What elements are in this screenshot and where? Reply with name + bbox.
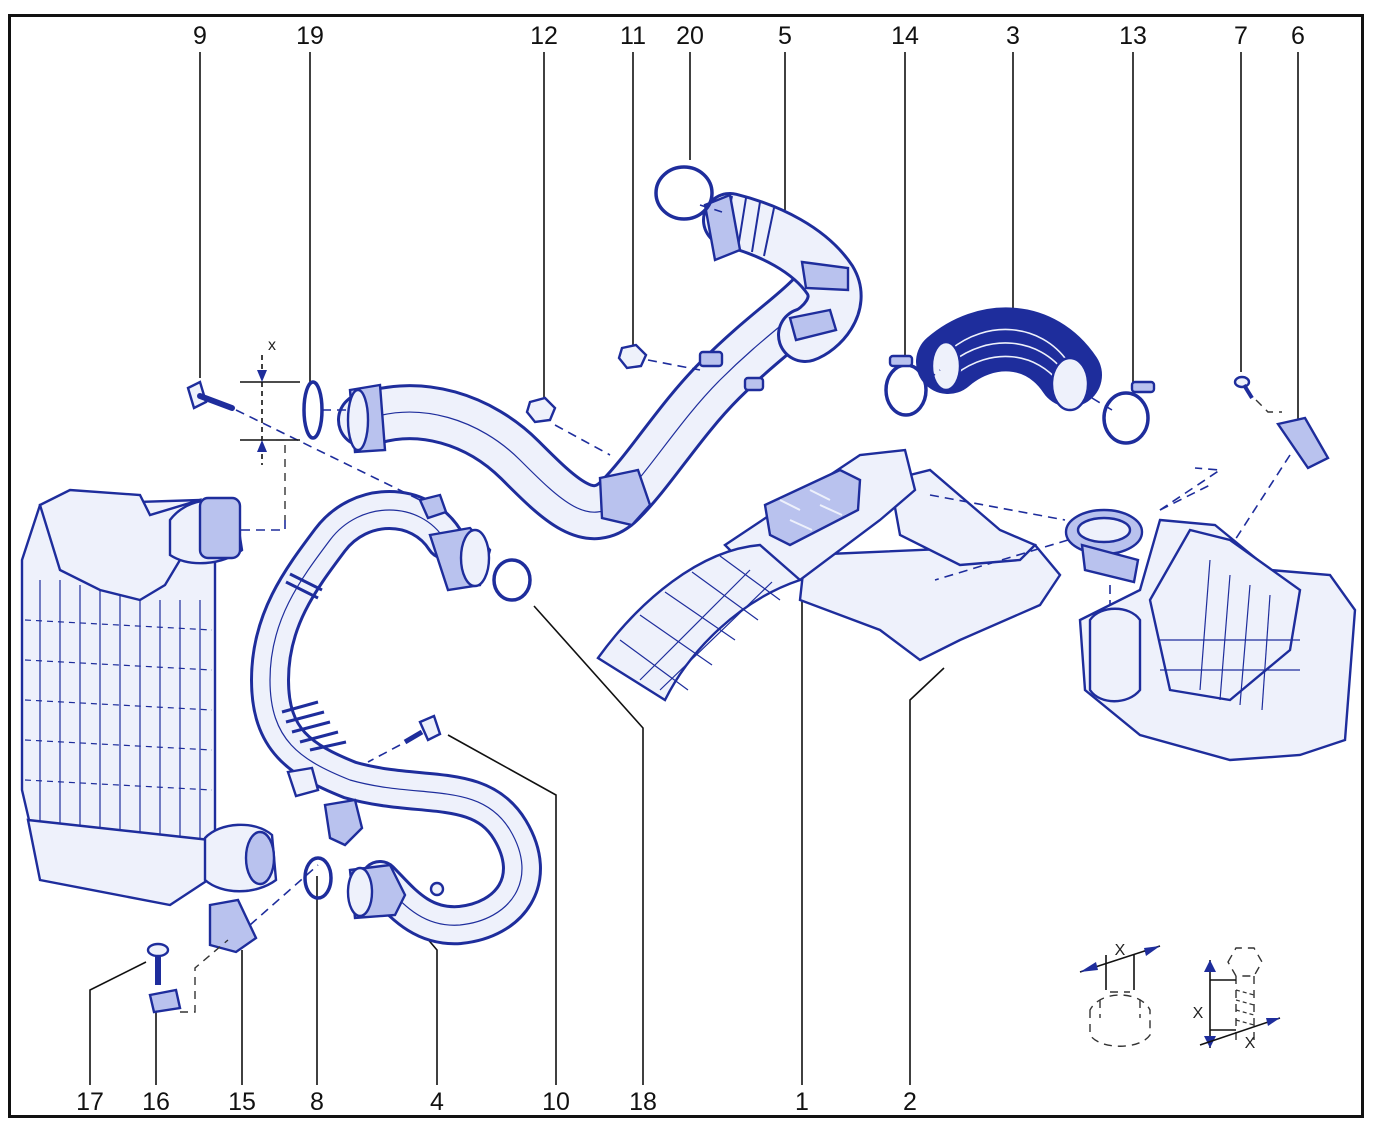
dimension-label-x-nut: X bbox=[1115, 942, 1126, 959]
dimension-label-x-top: x bbox=[268, 337, 276, 354]
pipe-18 bbox=[337, 272, 838, 541]
hose-3 bbox=[916, 307, 1113, 412]
pipe-4 bbox=[249, 490, 542, 946]
callout-14: 14 bbox=[891, 22, 919, 50]
callout-9: 9 bbox=[193, 22, 207, 50]
callout-7: 7 bbox=[1234, 22, 1248, 50]
callout-8: 8 bbox=[310, 1088, 324, 1116]
dimension-x-top bbox=[240, 355, 300, 520]
intercooler bbox=[20, 488, 286, 907]
callout-4: 4 bbox=[430, 1088, 444, 1116]
dimension-detail-bolt bbox=[1199, 947, 1281, 1048]
small-parts bbox=[146, 165, 1330, 1014]
callout-13: 13 bbox=[1119, 22, 1147, 50]
callout-19: 19 bbox=[296, 22, 324, 50]
callouts-bottom: 17 16 15 8 4 10 18 1 2 bbox=[76, 1088, 917, 1116]
callout-5: 5 bbox=[778, 22, 792, 50]
dimension-label-x-bolt-bottom: X bbox=[1245, 1035, 1256, 1052]
callout-2: 2 bbox=[903, 1088, 917, 1116]
air-intake-1 bbox=[596, 448, 1069, 702]
dimension-detail-nut bbox=[1079, 945, 1161, 1047]
callout-17: 17 bbox=[76, 1088, 104, 1116]
callout-10: 10 bbox=[542, 1088, 570, 1116]
pipe-5 bbox=[702, 192, 863, 363]
callout-20: 20 bbox=[676, 22, 704, 50]
air-filter-housing bbox=[1078, 467, 1357, 762]
callout-12: 12 bbox=[530, 22, 558, 50]
callout-3: 3 bbox=[1006, 22, 1020, 50]
callout-1: 1 bbox=[795, 1088, 809, 1116]
callout-11: 11 bbox=[620, 22, 646, 50]
intake-seal bbox=[1064, 508, 1144, 640]
dimension-label-x-bolt-side: X bbox=[1193, 1005, 1204, 1022]
callout-15: 15 bbox=[228, 1088, 256, 1116]
callout-18: 18 bbox=[629, 1088, 657, 1116]
callout-6: 6 bbox=[1291, 22, 1305, 50]
callout-16: 16 bbox=[142, 1088, 170, 1116]
leader-lines-top bbox=[199, 52, 1299, 420]
callouts-top: 9 19 12 11 20 5 14 3 13 7 6 bbox=[193, 22, 1305, 50]
